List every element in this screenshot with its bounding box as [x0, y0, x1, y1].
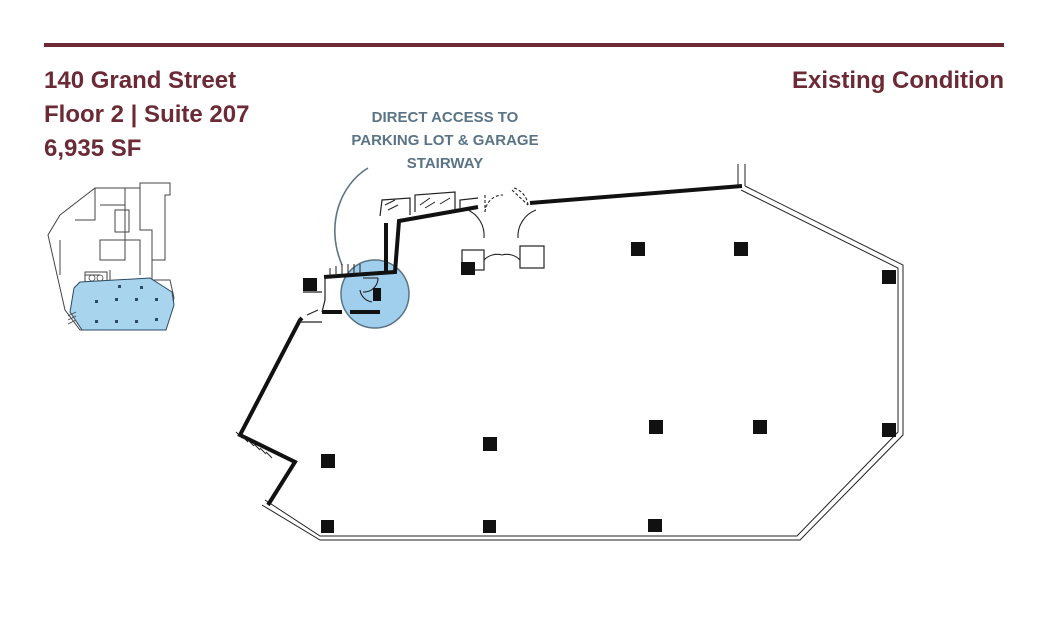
key-plan [47, 182, 175, 331]
column [753, 420, 767, 434]
condition-label: Existing Condition [792, 67, 1004, 94]
top-rule [44, 43, 1004, 47]
stair-hatch [235, 197, 451, 459]
callout-line-2: PARKING LOT & GARAGE [351, 132, 539, 149]
door-icon [306, 187, 537, 316]
key-plan-suite-highlight [69, 277, 175, 331]
column [321, 454, 335, 468]
column [461, 262, 475, 275]
floor-suite: Floor 2 | Suite 207 [44, 101, 250, 128]
key-plan-columns [95, 285, 158, 323]
column [303, 278, 317, 291]
address: 140 Grand Street [44, 67, 237, 94]
interior-walls [299, 191, 479, 323]
column [373, 288, 381, 301]
access-callout: DIRECT ACCESS TO PARKING LOT & GARAGE ST… [330, 106, 560, 175]
suite-area: 6,935 SF [44, 135, 142, 162]
column-icon [303, 242, 896, 533]
column [649, 420, 663, 434]
column [882, 423, 896, 437]
callout-leader [334, 167, 369, 266]
column [882, 270, 896, 284]
callout-line-3: STAIRWAY [406, 155, 484, 172]
column [648, 519, 662, 532]
perimeter-windows [261, 164, 904, 541]
title-block: 140 Grand Street Floor 2 | Suite 207 6,9… [44, 64, 249, 166]
column [483, 437, 497, 451]
callout-line-1: DIRECT ACCESS TO [371, 109, 519, 126]
column [631, 242, 645, 256]
column [321, 520, 334, 533]
column [483, 520, 496, 533]
exterior-walls [237, 184, 743, 507]
column [734, 242, 748, 256]
